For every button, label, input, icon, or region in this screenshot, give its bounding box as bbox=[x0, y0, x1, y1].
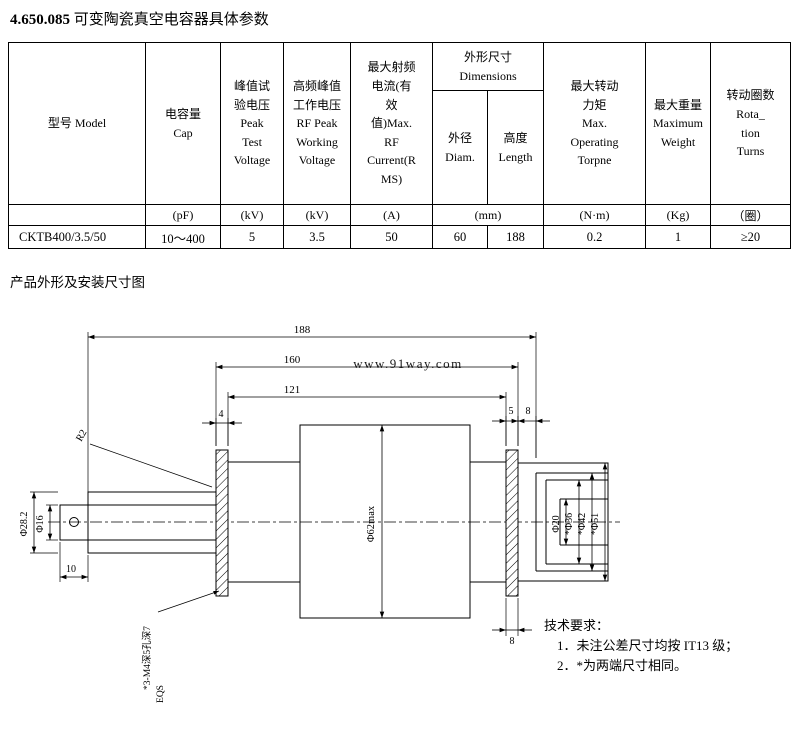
cell-model: CKTB400/3.5/50 bbox=[8, 225, 146, 249]
dim-121: 121 bbox=[227, 384, 507, 446]
mounting-holes-label: *3-M4深5孔深7 bbox=[142, 626, 153, 690]
dim-label-5: 5 bbox=[509, 406, 514, 417]
dim-overall-length: 188 bbox=[87, 324, 537, 500]
dim-label-dia-16: Φ16 bbox=[35, 515, 46, 532]
col-header-rf-peak-working-voltage: 高频峰值 工作电压 RF Peak Working Voltage bbox=[283, 42, 351, 205]
dim-10: 10 bbox=[59, 542, 89, 582]
col-header-peak-test-voltage: 峰值试 验电压 Peak Test Voltage bbox=[220, 42, 284, 205]
ceramic-body bbox=[299, 424, 471, 619]
dim-label-10: 10 bbox=[66, 564, 76, 575]
watermark: www.91way.com bbox=[353, 356, 463, 371]
dim-label-dia-62: Φ62max bbox=[366, 505, 377, 542]
col-header-max-rf-current: 最大射频 电流(有 效 值)Max. RF Current(R MS) bbox=[350, 42, 433, 205]
dim-5-8-top: 5 8 bbox=[492, 406, 550, 458]
dim-label-r2: R2 bbox=[74, 428, 89, 444]
tech-requirements: 技术要求： 1．未注公差尺寸均按 IT13 级； 2．*为两端尺寸相同。 bbox=[544, 616, 738, 676]
dim-flange-4: 4 bbox=[202, 409, 242, 446]
dim-8-bottom: 8 bbox=[492, 598, 532, 647]
dim-label-dia-36: *Φ36 bbox=[564, 513, 575, 535]
r2-callout: R2 bbox=[74, 428, 213, 488]
cell-rf-peak-working-voltage: 3.5 bbox=[283, 225, 351, 249]
mounting-holes-label-2: EQS bbox=[156, 685, 166, 703]
doc-number: 4.650.085 bbox=[10, 12, 70, 28]
dim-label-121: 121 bbox=[284, 384, 301, 396]
dim-label-8-bottom: 8 bbox=[510, 636, 515, 647]
cell-cap: 10～400 bbox=[145, 225, 221, 249]
capacitor-outline bbox=[59, 424, 609, 619]
col-header-cap: 电容量 Cap bbox=[145, 42, 221, 205]
dim-label-4: 4 bbox=[219, 409, 224, 420]
unit-max-rf-current: (A) bbox=[350, 204, 433, 226]
cell-max-rf-current: 50 bbox=[350, 225, 433, 249]
col-header-length: 高度 Length bbox=[487, 90, 544, 205]
dim-dia-36: *Φ36 bbox=[564, 480, 582, 564]
col-header-model: 型号 Model bbox=[8, 42, 146, 205]
left-flange bbox=[215, 449, 229, 597]
dim-dia-42: *Φ42 bbox=[577, 473, 595, 571]
unit-peak-test-voltage: (kV) bbox=[220, 204, 284, 226]
dim-dia-62: Φ62max bbox=[366, 425, 385, 618]
cell-diam: 60 bbox=[432, 225, 488, 249]
right-end-cylinder bbox=[517, 462, 609, 582]
dim-label-dia-28-2: Φ28.2 bbox=[19, 512, 30, 537]
cell-peak-test-voltage: 5 bbox=[220, 225, 284, 249]
dim-label-160: 160 bbox=[284, 354, 301, 366]
dim-label-dia-20: Φ20 bbox=[551, 515, 562, 532]
dim-label-188: 188 bbox=[294, 324, 311, 336]
col-header-max-weight: 最大重量 Maximum Weight bbox=[645, 42, 711, 205]
col-header-dimensions: 外形尺寸 Dimensions bbox=[432, 42, 544, 91]
mounting-holes-callout: *3-M4深5孔深7 EQS bbox=[142, 590, 220, 703]
dim-dia-20: Φ20 bbox=[551, 499, 569, 545]
page-title: 4.650.085 可变陶瓷真空电容器具体参数 bbox=[10, 8, 269, 29]
doc-title-text: 可变陶瓷真空电容器具体参数 bbox=[73, 12, 269, 28]
watermark-text: www.91way.com bbox=[353, 356, 463, 371]
cell-max-torque: 0.2 bbox=[543, 225, 646, 249]
tech-requirements-title: 技术要求： bbox=[544, 618, 610, 633]
col-header-rotation-turns: 转动圈数 Rota_ tion Turns bbox=[710, 42, 791, 205]
dim-label-dia-42: *Φ42 bbox=[577, 513, 588, 535]
dim-label-8-top: 8 bbox=[526, 406, 531, 417]
dim-dia-51: *Φ51 bbox=[590, 463, 608, 581]
dim-dia-16: Φ16 bbox=[35, 504, 58, 541]
cell-rotation-turns: ≥20 bbox=[710, 225, 791, 249]
dim-160: 160 bbox=[215, 354, 519, 446]
tech-requirement-1: 1．未注公差尺寸均按 IT13 级； bbox=[557, 638, 739, 653]
dim-dia-28-2: Φ28.2 bbox=[19, 491, 58, 554]
shaft-end-hole bbox=[69, 517, 79, 527]
drawing-section-title: 产品外形及安装尺寸图 bbox=[10, 275, 145, 290]
right-flange bbox=[505, 449, 519, 597]
dim-label-dia-51: *Φ51 bbox=[590, 513, 601, 535]
cell-length: 188 bbox=[487, 225, 544, 249]
spec-table: 型号 Model 电容量 Cap 峰值试 验电压 Peak Test Volta… bbox=[8, 42, 791, 249]
tech-requirement-2: 2．*为两端尺寸相同。 bbox=[557, 658, 688, 673]
